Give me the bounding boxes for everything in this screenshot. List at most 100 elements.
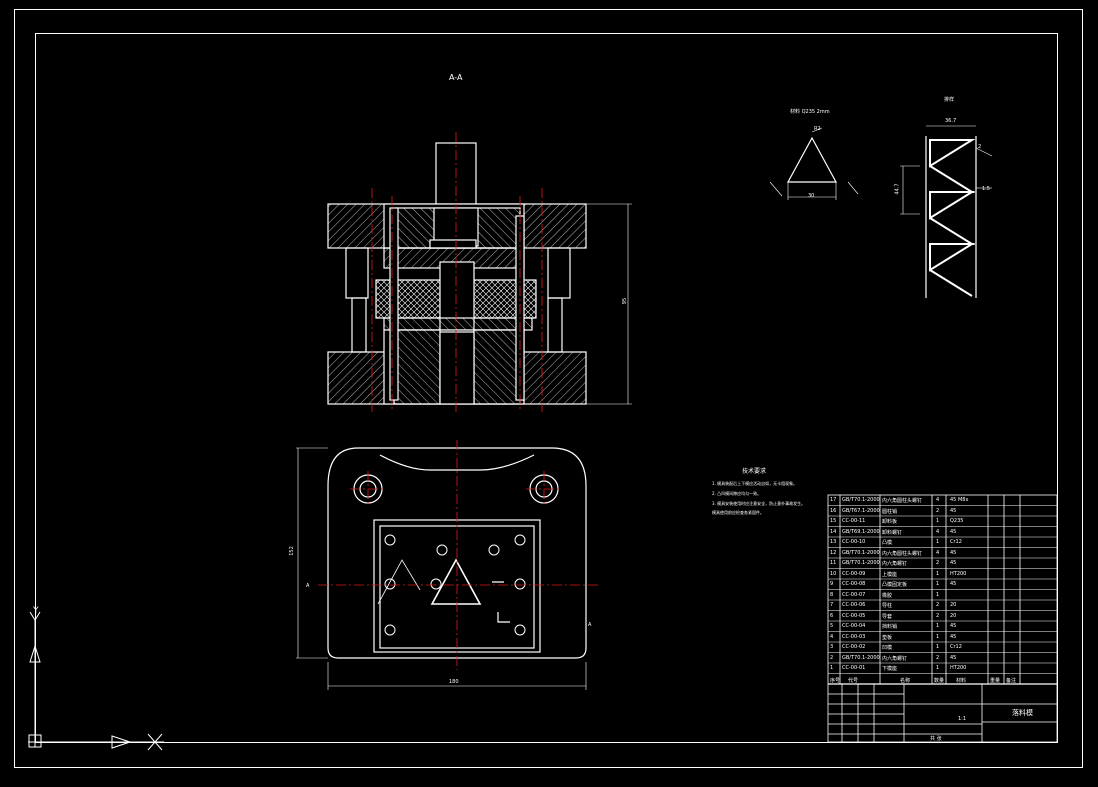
bom-cell-mat: Q235: [950, 518, 964, 524]
bom-cell-mat: 45: [950, 560, 957, 566]
bom-cell-name: 导套: [882, 613, 893, 620]
bom-cell-no: 14: [830, 528, 837, 535]
bom-cell-no: 15: [830, 518, 837, 524]
bom-cell-code: CC-00-01: [842, 665, 866, 671]
bom-cell-qty: 1: [936, 570, 940, 577]
tech-note-4: 模具使用前应检查各紧固件。: [712, 510, 764, 515]
section-label: A-A: [449, 73, 463, 82]
bom-cell-no: 12: [830, 549, 837, 556]
bom-cell-code: CC-00-06: [842, 602, 866, 608]
bom-cell-name: 垫板: [882, 634, 893, 641]
bom-cell-no: 13: [830, 539, 837, 545]
bom-cell-name: 内六角螺钉: [882, 655, 908, 662]
bom-cell-qty: 2: [936, 560, 940, 566]
bom-cell-name: 挡料销: [882, 624, 898, 630]
tech-note-2: 2. 凸凹模间隙应均匀一致。: [712, 491, 762, 496]
bom-cell-name: 卸料螺钉: [882, 529, 903, 536]
bom-header-weight: 重量: [990, 677, 1001, 684]
part-drawing[interactable]: [769, 127, 859, 200]
bom-cell-name: 内六角圆柱头螺钉: [882, 498, 923, 504]
bom-cell-mat: 45: [950, 581, 957, 587]
bom-cell-mat: 45: [950, 633, 957, 640]
bom-cell-mat: HT200: [950, 665, 967, 671]
bom-cell-qty: 2: [936, 602, 940, 608]
bom-cell-no: 4: [830, 633, 834, 640]
bom-cell-no: 2: [830, 654, 834, 661]
bom-cell-name: 卸料板: [882, 519, 898, 525]
plan-view[interactable]: [296, 447, 587, 690]
bom-cell-name: 内六角圆柱头螺钉: [882, 550, 923, 557]
bom-cell-mat: 45 M8x: [950, 497, 969, 503]
bom-cell-code: CC-00-04: [842, 623, 866, 629]
bom-cell-code: CC-00-03: [842, 633, 866, 640]
bom-cell-name: 橡胶: [882, 592, 893, 599]
bom-header-note: 备注: [1006, 677, 1017, 684]
bom-cell-name: 凹模: [882, 645, 893, 651]
bom-cell-qty: 4: [936, 497, 940, 503]
strip-layout[interactable]: [900, 125, 993, 298]
bom-cell-no: 16: [830, 507, 837, 514]
bom-cell-mat: Cr12: [950, 539, 962, 545]
bom-cell-mat: 45: [950, 507, 957, 514]
bom-cell-code: GB/T69.1-2000: [842, 528, 880, 535]
dim-gap-1: 2: [978, 144, 982, 150]
bom-header-name: 名称: [900, 677, 911, 684]
plan-holes: [384, 534, 526, 636]
bom-cell-no: 1: [830, 665, 834, 671]
bom-cell-code: CC-00-05: [842, 612, 866, 619]
bom-cell-mat: Cr12: [950, 644, 962, 650]
bom-cell-mat: 20: [950, 602, 957, 608]
tech-note-1: 1. 模具装配后上下模应活动自如，无卡阻现象。: [712, 481, 798, 486]
bom-cell-name: 上模座: [882, 571, 898, 578]
bom-cell-mat: 20: [950, 612, 957, 619]
section-centerlines: [371, 132, 543, 412]
dim-layout-width: 36.7: [945, 118, 957, 124]
bom-header-mat: 材料: [956, 677, 967, 684]
bom-cell-code: CC-00-02: [842, 644, 866, 650]
bom-cell-qty: 1: [936, 633, 940, 640]
bom-cell-no: 7: [830, 602, 834, 608]
ucs-icon: [28, 611, 164, 751]
section-mark-left: A: [306, 583, 310, 589]
dim-layout-height: 44.7: [894, 183, 901, 195]
bom-cell-no: 8: [830, 591, 834, 598]
bom-cell-qty: 1: [936, 518, 940, 524]
bom-cell-qty: 2: [936, 654, 940, 661]
bom-cell-code: CC-00-10: [842, 539, 866, 545]
bom-cell-no: 17: [830, 497, 837, 503]
bom-cell-qty: 1: [936, 665, 940, 671]
bom-cell-code: CC-00-09: [842, 570, 866, 577]
bom-cell-code: CC-00-07: [842, 591, 866, 598]
bom-cell-name: 下模座: [882, 666, 898, 672]
bom-cell-no: 6: [830, 612, 834, 619]
bom-cell-name: 圆柱销: [882, 508, 898, 515]
bom-cell-no: 3: [830, 644, 834, 650]
bom-cell-qty: 4: [936, 528, 940, 535]
bom-cell-name: 内六角螺钉: [882, 561, 908, 567]
bom-cell-no: 5: [830, 623, 834, 629]
bom-cell-mat: 45: [950, 654, 957, 661]
section-mark-right: A: [588, 622, 592, 628]
bom-cell-qty: 2: [936, 507, 940, 514]
bom-cell-no: 11: [830, 560, 837, 566]
bom-cell-qty: 1: [936, 623, 940, 629]
title-block-title: 落料模: [1012, 709, 1033, 717]
bom-cell-name: 凸模固定板: [882, 582, 908, 588]
dim-tri-width: 30: [808, 193, 815, 199]
bom-cell-code: CC-00-08: [842, 581, 866, 587]
bom-cell-no: 10: [830, 570, 837, 577]
bom-cell-code: GB/T70.1-2000: [842, 549, 880, 556]
bom-cell-qty: 1: [936, 644, 940, 650]
bom-rows: [828, 505, 1057, 674]
bom-cell-qty: 2: [936, 612, 940, 619]
tech-note-3: 3. 模具安装使用时应注意安全，防止意外事故发生。: [712, 501, 806, 506]
dim-plate-width: 180: [449, 679, 459, 685]
bom-header-qty: 数量: [934, 677, 945, 684]
bom-cell-code: GB/T70.1-2000: [842, 654, 880, 661]
dim-height: 95: [622, 297, 629, 305]
layout-label: 排样: [944, 97, 955, 103]
section-view[interactable]: [327, 142, 632, 405]
bom-cell-mat: 45: [950, 549, 957, 556]
bom-cell-code: GB/T70.1-2000: [842, 497, 880, 503]
